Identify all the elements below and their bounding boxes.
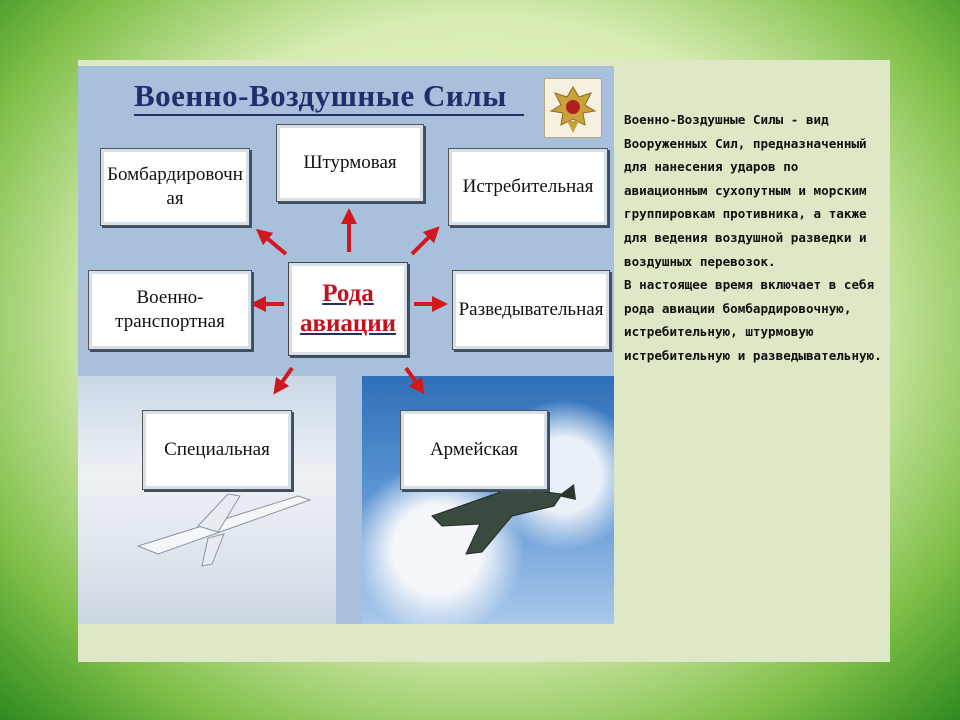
arrow-to-special — [273, 366, 294, 395]
box-transport-line1: Военно- — [136, 287, 204, 309]
description-paragraph-1: Военно-Воздушные Силы - вид Вооруженных … — [624, 112, 867, 269]
sky-photo-left — [78, 376, 336, 624]
arrow-to-bomber — [255, 228, 288, 256]
description-text: Военно-Воздушные Силы - вид Вооруженных … — [624, 108, 886, 368]
box-transport: Военно- транспортная — [88, 270, 252, 350]
branch-arrows — [250, 208, 448, 395]
diagram-panel: Военно-Воздушные Силы Бомбардировочн ая … — [78, 66, 614, 624]
box-bomber: Бомбардировочн ая — [100, 148, 250, 226]
description-paragraph-2: В настоящее время включает в себя рода а… — [624, 277, 882, 363]
arrow-to-fighter — [410, 226, 440, 256]
center-box-aviation-branches: Рода авиации — [288, 262, 408, 356]
center-line-1: Рода — [322, 279, 374, 307]
center-line-2: авиации — [299, 310, 397, 337]
box-bomber-line2: ая — [166, 188, 184, 209]
box-bomber-line1: Бомбардировочн — [107, 164, 243, 186]
box-assault: Штурмовая — [276, 124, 424, 202]
arrow-to-army — [404, 366, 425, 395]
transport-plane-icon — [136, 493, 312, 567]
box-fighter: Истребительная — [448, 148, 608, 226]
box-recon: Разведывательная — [452, 270, 610, 350]
box-transport-line2: транспортная — [115, 311, 225, 332]
diagram-title: Военно-Воздушные Силы — [134, 78, 524, 116]
box-special: Специальная — [142, 410, 292, 490]
box-army: Армейская — [400, 410, 548, 490]
emblem-icon — [544, 78, 602, 138]
